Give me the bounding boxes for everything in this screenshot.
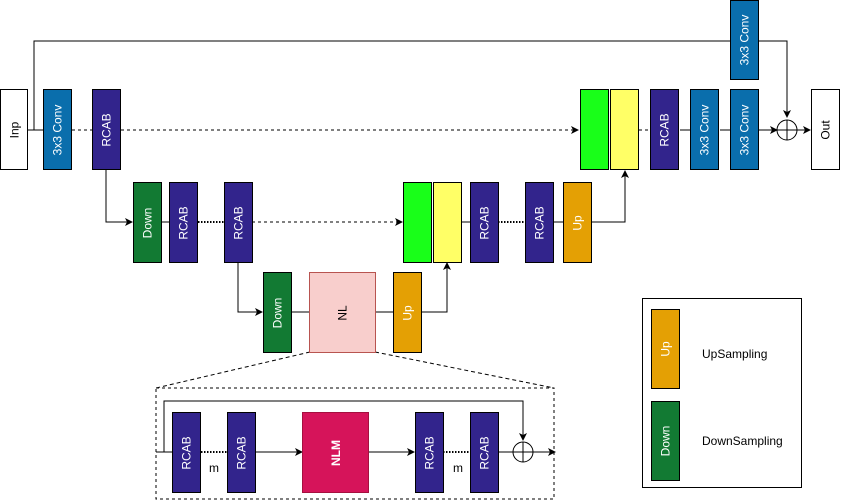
nlm-block: NLM	[302, 412, 369, 493]
tail-rcab-label: RCAB	[657, 112, 672, 147]
rcab-to-down-line	[105, 170, 133, 226]
rcab-label: RCAB	[99, 112, 114, 147]
repeat-label-right: m	[453, 461, 463, 475]
nlm-label: NLM	[328, 439, 343, 466]
tail-conv-label-2: 3x3 Conv	[737, 104, 752, 155]
head-conv-block: 3x3 Conv	[43, 89, 72, 170]
input-block: Inp	[0, 89, 28, 170]
rcab-label: RCAB	[234, 435, 249, 470]
global-skip-line	[33, 40, 759, 130]
rcab-label: RCAB	[176, 205, 191, 240]
rcab-block-l2-a: RCAB	[169, 182, 198, 263]
down-label: Down	[270, 297, 285, 328]
rcab-label: RCAB	[477, 205, 492, 240]
tail-rcab-block: RCAB	[650, 89, 679, 170]
down-block-l2: Down	[133, 182, 162, 263]
sum-node-nl	[512, 441, 534, 463]
skip-conv-to-sum-line	[759, 40, 791, 118]
sum-node-top	[776, 119, 798, 141]
legend-down-text: DownSampling	[702, 434, 783, 448]
nl-label: NL	[335, 304, 350, 321]
legend-up-text: UpSampling	[702, 347, 768, 361]
up-label: Up	[570, 214, 585, 231]
head-conv-label: 3x3 Conv	[50, 104, 65, 155]
rcab-block-l2-d: RCAB	[525, 182, 554, 263]
legend-down-swatch: Down	[651, 401, 680, 481]
output-label: Out	[818, 119, 833, 140]
rcab-label: RCAB	[422, 435, 437, 470]
tail-conv-block-2: 3x3 Conv	[730, 89, 759, 170]
up-to-concat1-line	[591, 170, 629, 223]
concat-block-green-l1	[580, 89, 609, 170]
input-label: Inp	[7, 121, 21, 138]
nl-rcab-block-4: RCAB	[470, 412, 499, 493]
output-block: Out	[811, 89, 840, 170]
zoom-guide-right	[374, 351, 555, 389]
down-label: Down	[140, 207, 155, 238]
up3-to-concat2-line	[421, 262, 451, 313]
tail-conv-label-1: 3x3 Conv	[697, 104, 712, 155]
nl-rcab-block-1: RCAB	[172, 412, 201, 493]
nl-block: NL	[309, 272, 376, 353]
rcab-label: RCAB	[477, 435, 492, 470]
rcab-block-l2-c: RCAB	[470, 182, 499, 263]
nl-residual-line	[163, 400, 527, 452]
rcab-label: RCAB	[179, 435, 194, 470]
zoom-guide-left	[155, 351, 311, 389]
skip-conv-block: 3x3 Conv	[730, 0, 759, 80]
legend-up-block-label: Up	[658, 341, 673, 357]
nl-rcab-block-3: RCAB	[415, 412, 444, 493]
up-label: Up	[400, 304, 415, 321]
tail-conv-block-1: 3x3 Conv	[690, 89, 719, 170]
skip-conv-label: 3x3 Conv	[737, 14, 752, 66]
down-block-l3: Down	[263, 272, 292, 353]
nl-rcab-block-2: RCAB	[227, 412, 256, 493]
concat-block-green-l2	[403, 182, 432, 263]
rcab-to-down3-line	[237, 262, 263, 316]
repeat-label-left: m	[209, 461, 219, 475]
rcab-label: RCAB	[532, 205, 547, 240]
rcab-label: RCAB	[231, 205, 246, 240]
legend-up-swatch: Up	[651, 309, 680, 389]
rcab-block-l1: RCAB	[92, 89, 121, 170]
legend-down-block-label: Down	[658, 425, 673, 457]
up-block-l2: Up	[563, 182, 592, 263]
concat-block-yellow-l2	[433, 182, 462, 263]
up-block-l3: Up	[393, 272, 422, 353]
nl-detail-frame	[155, 387, 555, 500]
concat-block-yellow-l1	[610, 89, 639, 170]
legend: Up UpSampling Down DownSampling	[642, 298, 802, 488]
rcab-block-l2-b: RCAB	[224, 182, 253, 263]
